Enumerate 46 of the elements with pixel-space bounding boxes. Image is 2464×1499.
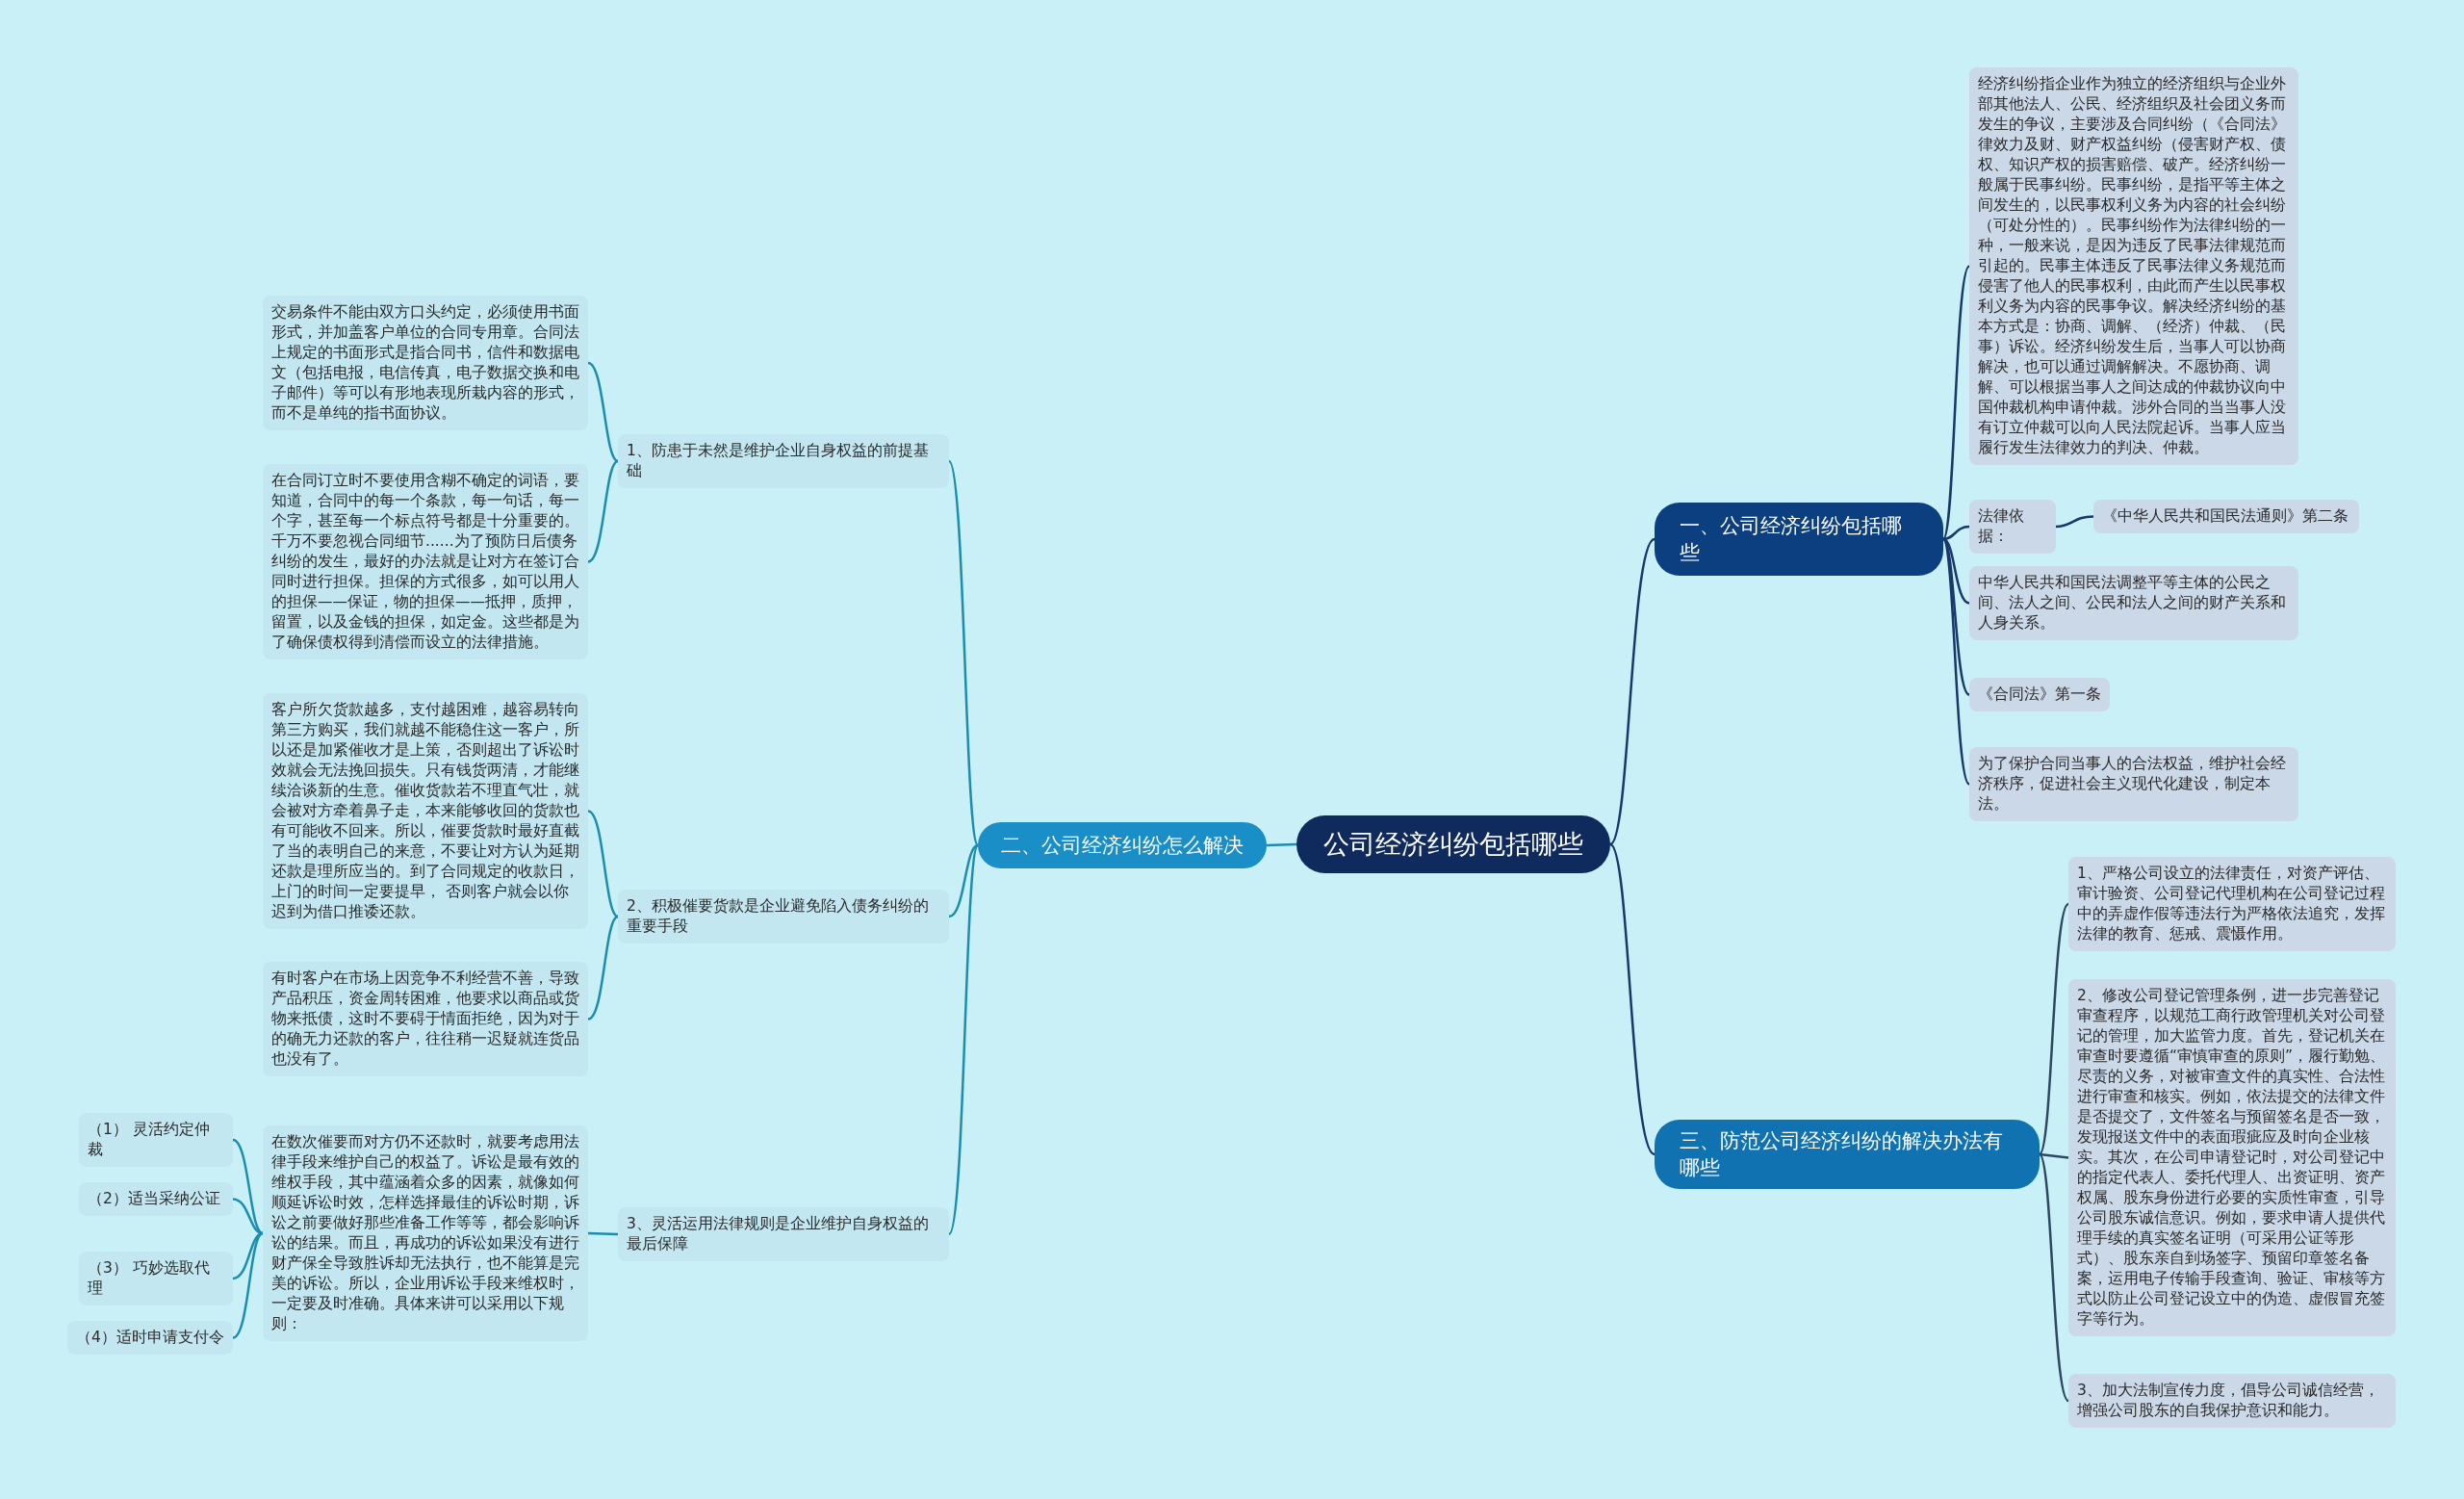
connector-line	[2038, 1153, 2069, 1402]
text-card: 3、加大法制宣传力度，倡导公司诚信经营，增强公司股东的自我保护意识和能力。	[2068, 1374, 2396, 1428]
connector-line	[232, 1138, 264, 1235]
connector-line	[1942, 525, 1970, 541]
connector-line	[1609, 538, 1656, 845]
connector-line	[587, 459, 619, 563]
connector-line	[1941, 265, 1971, 540]
text-card: 《中华人民共和国民法通则》第二条	[2093, 500, 2359, 533]
text-card: 中华人民共和国民法调整平等主体的公民之间、法人之间、公民和法人之间的财产关系和人身关系。	[1969, 566, 2298, 640]
connector-line	[587, 810, 619, 918]
text-card: 法律依据：	[1969, 500, 2056, 554]
connector-line	[947, 460, 980, 846]
connector-line	[587, 361, 619, 463]
connector-line	[2038, 903, 2069, 1155]
text-card: （1） 灵活约定仲裁	[79, 1113, 233, 1167]
connector-line	[1941, 538, 1971, 786]
text-card: 1、严格公司设立的法律责任，对资产评估、审计验资、公司登记代理机构在公司登记过程中的弄虚作假等违法行为严格依法追究，发挥法律的教育、惩戒、震慑作用。	[2068, 857, 2396, 951]
connector-line	[948, 843, 979, 918]
text-card: （3） 巧妙选取代理	[79, 1252, 233, 1305]
branch-topic: 二、公司经济纠纷怎么解决	[978, 822, 1267, 868]
connector-line	[1266, 842, 1297, 847]
connector-line	[587, 915, 619, 1021]
text-card: 经济纠纷指企业作为独立的经济组织与企业外部其他法人、公民、经济组织及社会团义务而发生的争议，主要涉及合同纠纷（《合同法》律效力及财、财产权益纠纷（侵害财产权、债权、知识产权的损害赔偿、破产。经济纠纷一般属于民事纠纷。民事纠纷，是指平等主体之间发生的，以民事权利义务为内容的社会纠纷（可处分性的）。民事纠纷作为法律纠纷的一种，一般来说，是因为违反了民事法律规范而引起的。民事主体违反了民事法律义务规范而侵害了他人的民事权利，由此而产生以民事权利义务为内容的民事争议。解决经济纠纷的基本方式是：协商、调解、（经济）仲裁、（民事）诉讼。经济纠纷发生后，当事人可以协商解决，也可以通过调解解决。不愿协商、调解、可以根据当事人之间达成的仲裁协议向中国仲裁机构申请仲裁。涉外合同的当当事人没有订立仲裁可以向人民法院起诉。当事人应当履行发生法律效力的判决、仲裁。	[1969, 67, 2298, 465]
text-card: 《合同法》第一条	[1969, 678, 2110, 711]
connector-line	[2055, 515, 2094, 529]
text-card: 为了保护合同当事人的合法权益，维护社会经济秩序，促进社会主义现代化建设，制定本法。	[1969, 747, 2298, 821]
connector-line	[232, 1198, 264, 1235]
branch-topic: 三、防范公司经济纠纷的解决办法有哪些	[1655, 1120, 2040, 1189]
text-card: 在数次催要而对方仍不还款时，就要考虑用法律手段来维护自己的权益了。诉讼是最有效的维权手段，其中蕴涵着众多的因素，就像如何顺延诉讼时效，怎样选择最佳的诉讼时期，诉讼之前要做好那些准备工作等等，都会影响诉讼的结果。而且，再成功的诉讼如果没有进行财产保全导致胜诉却无法执行，也不能算是完美的诉讼。所以，企业用诉讼手段来维权时，一定要及时准确。具体来讲可以采用以下规则：	[263, 1125, 588, 1341]
subtopic-card: 2、积极催要货款是企业避免陷入债务纠纷的重要手段	[618, 890, 949, 943]
connector-line	[2039, 1152, 2069, 1159]
subtopic-card: 1、防患于未然是维护企业自身权益的前提基础	[618, 434, 949, 488]
text-card: 在合同订立时不要使用含糊不确定的词语，要知道，合同中的每一个条款，每一句话，每一个字，甚至每一个标点符号都是十分重要的。千万不要忽视合同细节......为了预防日后债务纠纷的发生，最好的办法就是让对方在签订合同时进行担保。担保的方式很多，如可以用人的担保——保证，物的担保——抵押，质押，留置，以及金钱的担保，如定金。这些都是为了确保债权得到清偿而设立的法律措施。	[263, 464, 588, 659]
branch-topic: 一、公司经济纠纷包括哪些	[1655, 503, 1943, 576]
text-card: （4）适时申请支付令	[67, 1321, 233, 1355]
text-card: 客户所欠货款越多，支付越困难，越容易转向第三方购买，我们就越不能稳住这一客户，所以还是加紧催收才是上策，否则超出了诉讼时效就会无法挽回损失。只有钱货两清，才能继续洽谈新的生意。催收货款若不理直气壮，就会被对方牵着鼻子走，本来能够收回的货款也有可能收不回来。所以，催要货款时最好直截了当的表明自己的来意，不要让对方认为延期还款是理所应当的。到了合同规定的收款日，上门的时间一定要提早， 否则客户就会以你迟到为借口推诿还款。	[263, 693, 588, 929]
subtopic-card: 3、灵活运用法律规则是企业维护自身权益的最后保障	[618, 1207, 949, 1261]
connector-line	[232, 1231, 264, 1339]
text-card: 交易条件不能由双方口头约定，必须使用书面形式，并加盖客户单位的合同专用章。合同法上规定的书面形式是指合同书，信件和数据电文（包括电报，电信传真，电子数据交换和电子邮件）等可以有形地表现所栽内容的形式，而不是单纯的指书面协议。	[263, 296, 588, 430]
connector-line	[947, 844, 980, 1235]
connector-line	[587, 1231, 619, 1236]
text-card: （2）适当采纳公证	[79, 1182, 233, 1216]
central-topic: 公司经济纠纷包括哪些	[1296, 815, 1610, 873]
connector-line	[1609, 843, 1656, 1155]
text-card: 2、修改公司登记管理条例，进一步完善登记审查程序，以规范工商行政管理机关对公司登记的管理，加大监管力度。首先，登记机关在审查时要遵循“审慎审查的原则”，履行勤勉、尽责的义务，对被审查文件的真实性、合法性进行审查和核实。例如，依法提交的法律文件是否提交了，文件签名与预留签名是否一致，发现报送文件中的表面瑕疵应及时向企业核实。其次，在公司申请登记时，对公司登记中的指定代表人、委托代理人、出资证明、资产权属、股东身份进行必要的实质性审查，引导公司股东诚信意识。例如，要求申请人提供代理手续的真实签名证明（可采用公证等形式）、股东亲自到场签字、预留印章签名备案，运用电子传输手段查询、验证、审核等方式以防止公司登记设立中的伪造、虚假冒充签字等行为。	[2068, 979, 2396, 1336]
text-card: 有时客户在市场上因竞争不利经营不善，导致产品积压，资金周转困难，他要求以商品或货物来抵债，这时不要碍于情面拒绝，因为对于的确无力还款的客户，往往稍一迟疑就连货品也没有了。	[263, 962, 588, 1076]
